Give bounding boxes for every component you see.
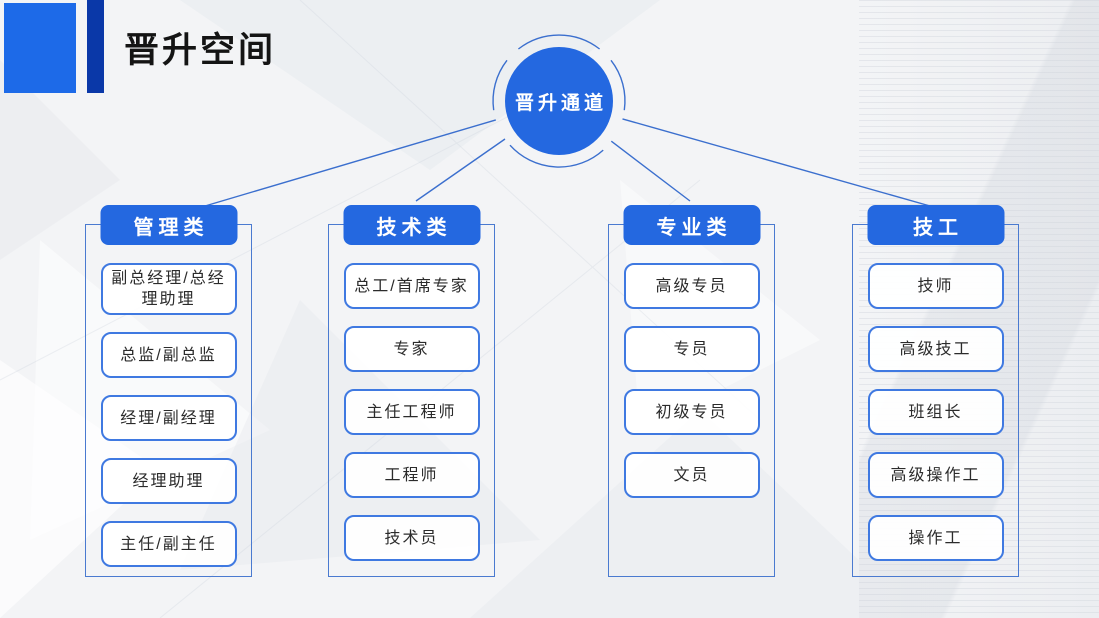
level-item: 主任工程师 [343,389,480,435]
hub-ring-arc-left [492,59,508,111]
level-item: 副总经理/总经理助理 [100,263,237,315]
title-accent-square [4,3,76,93]
hub-ring-arc-right [610,59,626,111]
column-items: 高级专员专员初级专员文员 [609,263,774,498]
column-frame-management: 管理类副总经理/总经理助理总监/副总监经理/副经理经理助理主任/副主任 [85,205,252,577]
level-item: 高级操作工 [867,452,1004,498]
column-header-management: 管理类 [100,205,237,245]
hub-ring-arc-bottom [509,144,604,168]
column-items: 总工/首席专家专家主任工程师工程师技术员 [329,263,494,561]
level-item: 操作工 [867,515,1004,561]
level-item: 专员 [623,326,760,372]
promotion-channel-label: 晋升通道 [514,92,607,114]
level-item: 初级专员 [623,389,760,435]
column-frame-professional: 专业类高级专员专员初级专员文员 [608,205,775,577]
level-item: 经理助理 [100,458,237,504]
level-item: 文员 [623,452,760,498]
level-item: 班组长 [867,389,1004,435]
column-header-skilled-worker: 技工 [867,205,1004,245]
hub-ring-arc-top [517,34,601,50]
column-header-technical: 技术类 [343,205,480,245]
column-items: 副总经理/总经理助理总监/副总监经理/副经理经理助理主任/副主任 [86,263,251,567]
level-item: 工程师 [343,452,480,498]
page-title: 晋升空间 [124,31,277,70]
column-items: 技师高级技工班组长高级操作工操作工 [853,263,1018,561]
level-item: 专家 [343,326,480,372]
level-item: 经理/副经理 [100,395,237,441]
column-frame-technical: 技术类总工/首席专家专家主任工程师工程师技术员 [328,205,495,577]
title-accent-bar [87,0,104,93]
level-item: 主任/副主任 [100,521,237,567]
spoke-to-professional [610,140,691,202]
spoke-to-skilled [622,118,931,207]
level-item: 技术员 [343,515,480,561]
level-item: 总监/副总监 [100,332,237,378]
level-item: 总工/首席专家 [343,263,480,309]
promotion-channel-hub: 晋升通道 [505,47,613,155]
level-item: 高级技工 [867,326,1004,372]
column-frame-skilled-worker: 技工技师高级技工班组长高级操作工操作工 [852,205,1019,577]
spoke-to-management [204,119,496,207]
level-item: 高级专员 [623,263,760,309]
level-item: 技师 [867,263,1004,309]
spoke-to-technical [415,138,506,202]
column-header-professional: 专业类 [623,205,760,245]
